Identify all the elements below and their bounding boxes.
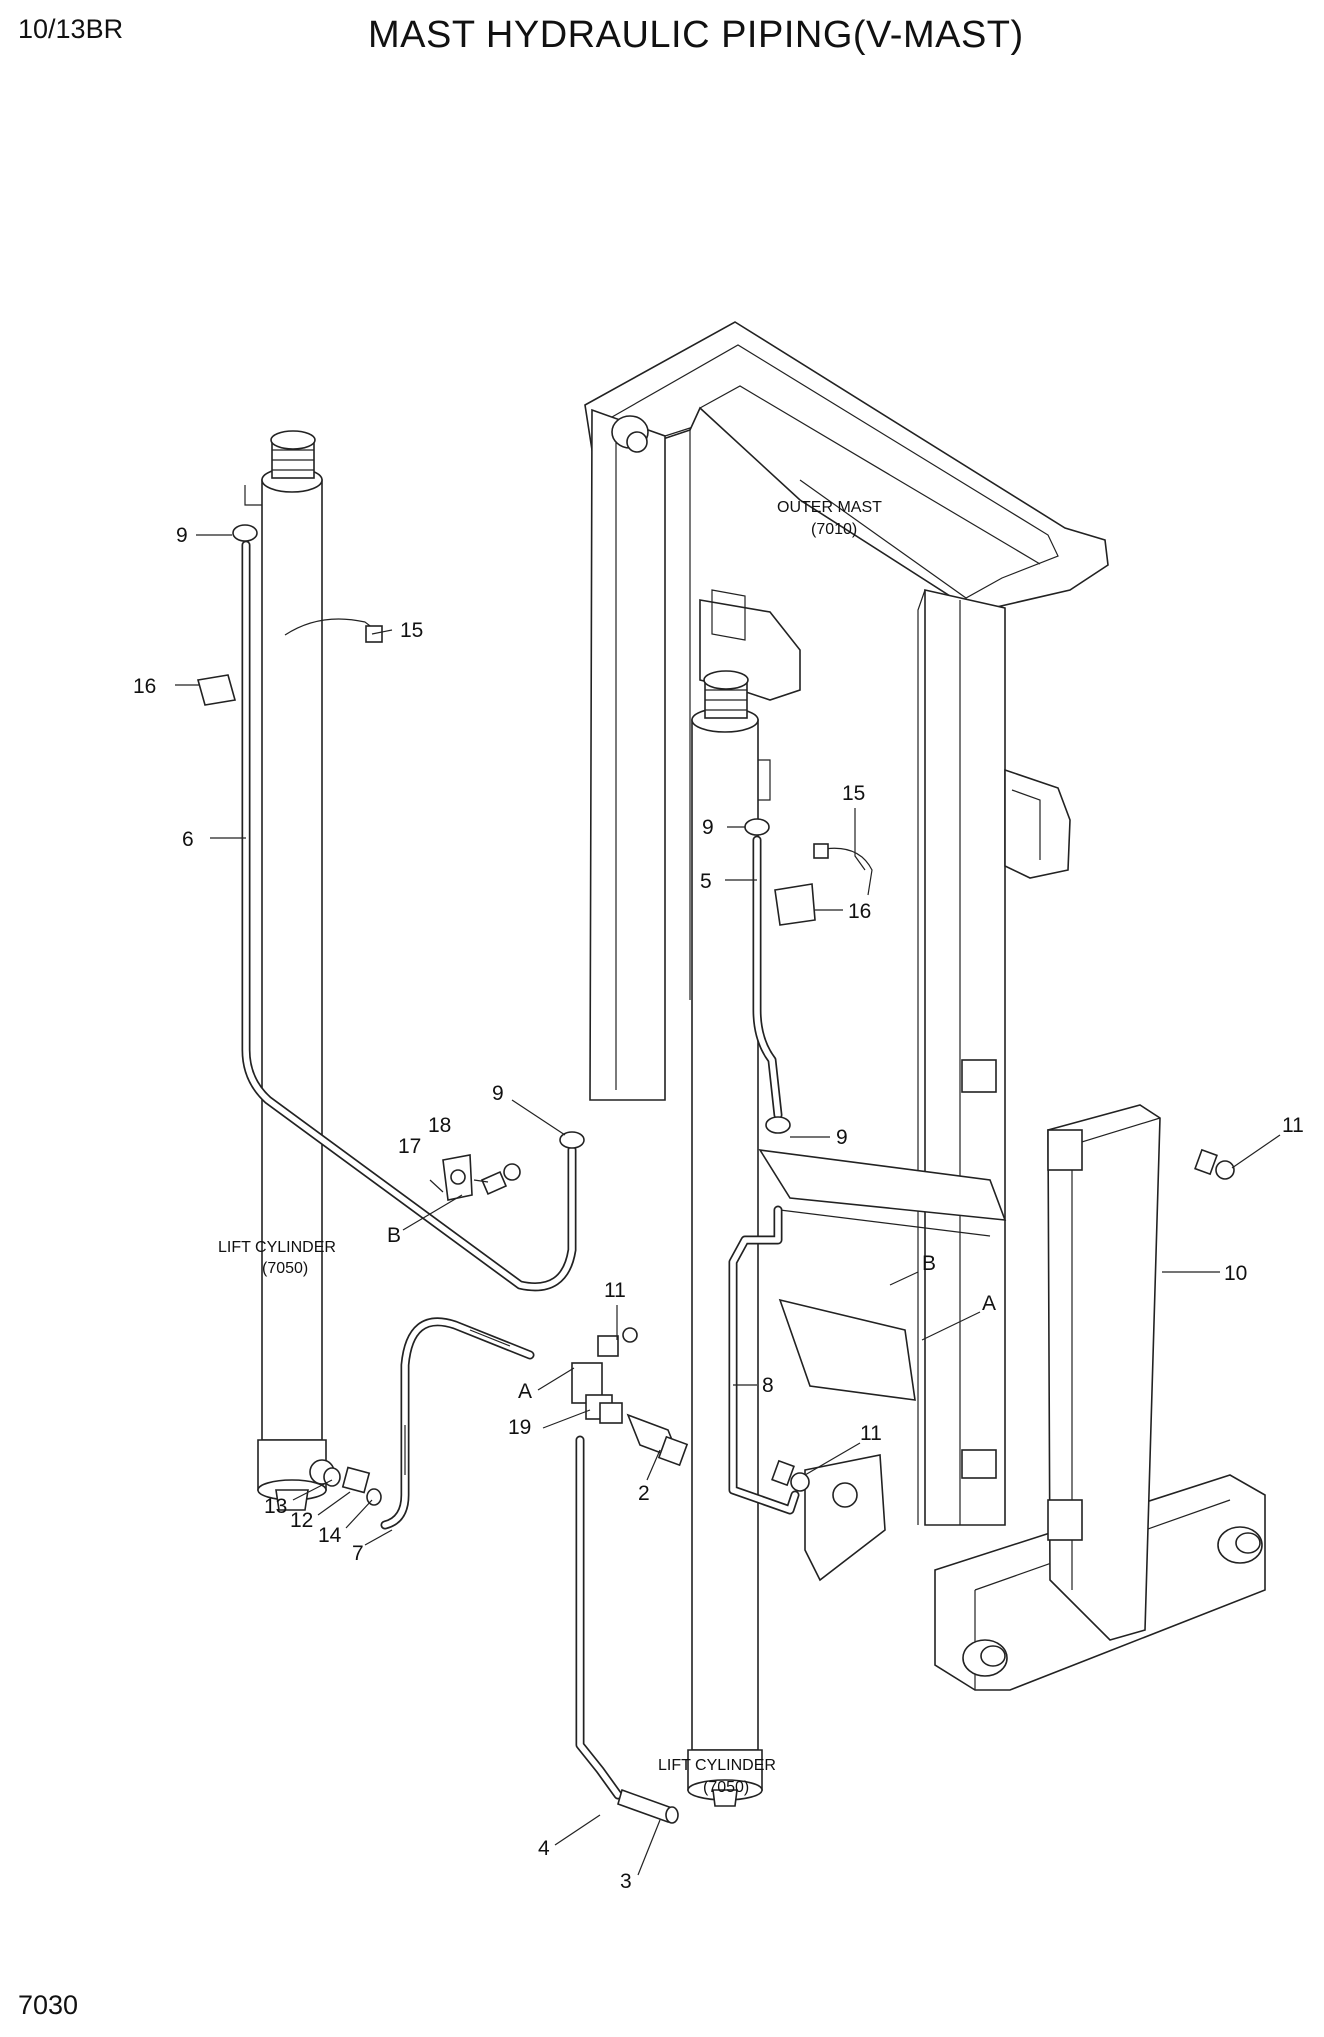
- bolt-18: [480, 1163, 521, 1196]
- bolt-11-right: [1194, 1148, 1235, 1180]
- lift-cylinder-right-code: (7050): [703, 1779, 749, 1796]
- callout-A: A: [518, 1380, 532, 1403]
- callout-7: 7: [352, 1542, 364, 1565]
- callout-B: B: [922, 1252, 936, 1275]
- callout-6: 6: [182, 828, 194, 851]
- outer-mast: [584, 321, 1266, 1691]
- mast-boss-right: [1217, 1526, 1263, 1564]
- fitting-parts-12-13-14: [323, 1466, 382, 1506]
- clamp-17: [442, 1154, 473, 1201]
- callout-leaders: [175, 534, 1281, 1876]
- lift-cylinder-left-code: (7050): [262, 1260, 308, 1277]
- callout-4: 4: [538, 1837, 550, 1860]
- callout-9: 9: [702, 816, 714, 839]
- callout-19: 19: [508, 1416, 531, 1439]
- connector-3: [617, 1788, 679, 1824]
- outer-mast-code: (7010): [811, 521, 857, 538]
- hose-clamps-9: [232, 524, 791, 1149]
- callout-9: 9: [176, 524, 188, 547]
- callout-9: 9: [836, 1126, 848, 1149]
- pipe-6: [241, 540, 577, 1292]
- callout-11: 11: [860, 1422, 882, 1445]
- page-title: MAST HYDRAULIC PIPING(V-MAST): [368, 14, 1024, 56]
- bolt-11-lower: [771, 1459, 810, 1492]
- callout-11: 11: [604, 1279, 626, 1302]
- callout-10: 10: [1224, 1262, 1247, 1285]
- hose-7: [380, 1317, 535, 1530]
- callout-15: 15: [842, 782, 865, 805]
- model-number: 10/13BR: [18, 14, 124, 44]
- connector-2: [626, 1413, 689, 1467]
- tee-fitting-19: [571, 1362, 623, 1424]
- bolt-11-center: [597, 1327, 638, 1357]
- callout-15: 15: [400, 619, 423, 642]
- pipe-8: [728, 1205, 800, 1515]
- callout-16: 16: [133, 675, 156, 698]
- callout-13: 13: [264, 1495, 287, 1518]
- callout-16: 16: [848, 900, 871, 923]
- callout-14: 14: [318, 1524, 342, 1547]
- callout-11: 11: [1282, 1114, 1304, 1137]
- band-15-right: [813, 843, 873, 896]
- callout-9: 9: [492, 1082, 504, 1105]
- callout-2: 2: [638, 1482, 650, 1505]
- mast-boss-left: [962, 1639, 1008, 1677]
- callout-A: A: [982, 1292, 996, 1315]
- callout-17: 17: [398, 1135, 421, 1158]
- lift-cylinder-left-label: LIFT CYLINDER: [218, 1239, 336, 1256]
- clip-16: [196, 674, 816, 926]
- callout-18: 18: [428, 1114, 451, 1137]
- lift-cylinder-left: [244, 430, 335, 1511]
- callout-8: 8: [762, 1374, 774, 1397]
- bracket-10: [1047, 1104, 1161, 1641]
- pipe-5: [752, 835, 783, 1120]
- outer-mast-label: OUTER MAST: [777, 499, 882, 516]
- callout-numbers: 9 15 16 6 9 15 5 16 9 9 18 17 11 B B 10 …: [133, 524, 1304, 1893]
- callout-B: B: [387, 1224, 401, 1247]
- callout-3: 3: [620, 1870, 632, 1893]
- callout-12: 12: [290, 1509, 313, 1532]
- page-number: 7030: [18, 1990, 79, 2020]
- hose-4: [575, 1435, 623, 1800]
- lift-cylinder-right-label: LIFT CYLINDER: [658, 1757, 776, 1774]
- callout-5: 5: [700, 870, 712, 893]
